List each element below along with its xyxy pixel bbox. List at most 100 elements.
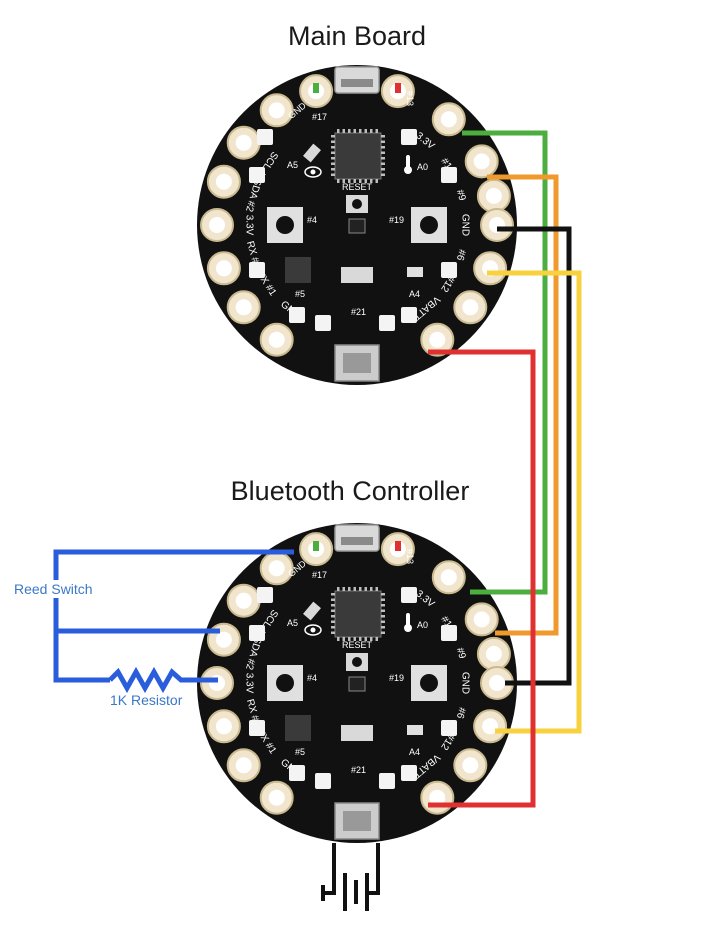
neopixel-led [401, 129, 417, 145]
pad [226, 748, 261, 783]
pin-label-v33l: 3.3V [243, 673, 254, 694]
reset-label: RESET [342, 182, 373, 192]
bluetooth-controller-title: Bluetooth Controller [231, 476, 470, 506]
label-p4: #4 [307, 673, 317, 683]
label-a5: A5 [287, 618, 298, 628]
label-a4: A4 [409, 289, 420, 299]
pad [226, 290, 261, 325]
power-led [313, 541, 319, 551]
label-13: #13 [405, 91, 415, 106]
neopixel-led [257, 587, 273, 603]
pad [226, 125, 261, 160]
label-21: #21 [351, 307, 366, 317]
status-led [395, 83, 401, 93]
mcu-chip [334, 132, 382, 180]
pad [259, 780, 294, 815]
pad [464, 144, 499, 179]
label-a0: A0 [417, 620, 428, 630]
green-wire [462, 130, 548, 595]
pin-label-p9: #9 [454, 188, 468, 202]
speaker [285, 715, 311, 741]
neopixel-led [401, 765, 417, 781]
eye-icon [304, 624, 322, 636]
neopixel-led [249, 720, 265, 736]
neopixel-led [441, 625, 457, 641]
slide-part [303, 601, 321, 621]
label-17: #17 [312, 112, 327, 122]
orange-wire [487, 174, 559, 636]
black-wire [497, 226, 572, 686]
pad [476, 178, 511, 213]
pin-label-gndr: GND [459, 214, 470, 236]
label-p4: #4 [307, 215, 317, 225]
pad [420, 322, 455, 357]
neopixel-led [249, 262, 265, 278]
pad [226, 583, 261, 618]
pad [431, 102, 466, 137]
neopixel-led [401, 587, 417, 603]
reed-switch-label-bg [12, 580, 102, 598]
wires [428, 130, 582, 808]
pad [464, 602, 499, 637]
label-13: #13 [405, 549, 415, 564]
speaker [285, 257, 311, 283]
thermometer-icon [406, 613, 410, 627]
eye-icon [304, 166, 322, 178]
pad [473, 251, 508, 286]
pad [206, 164, 241, 199]
pad [480, 666, 514, 700]
label-p19: #19 [389, 673, 404, 683]
pad [420, 780, 455, 815]
neopixel-led [441, 720, 457, 736]
neopixel-led [249, 167, 265, 183]
reset-label: RESET [342, 640, 373, 650]
neopixel-led [441, 262, 457, 278]
pad [259, 93, 294, 128]
pin-label-v33l: 3.3V [243, 215, 254, 236]
label-a5: A5 [287, 160, 298, 170]
pad [453, 290, 488, 325]
neopixel-led [289, 307, 305, 323]
pad [476, 636, 511, 671]
power-led [313, 83, 319, 93]
pad [259, 551, 294, 586]
yellow-wire [487, 270, 582, 734]
reed-switch-circuit [53, 549, 294, 694]
neopixel-led [441, 167, 457, 183]
pin-label-p9: #9 [454, 646, 468, 660]
label-17: #17 [312, 570, 327, 580]
accelerometer [348, 218, 366, 234]
slide-switch [341, 725, 373, 741]
pin-label-p6: #6 [454, 706, 468, 720]
accelerometer [348, 676, 366, 692]
slide-switch [341, 267, 373, 283]
status-led [395, 541, 401, 551]
pad [200, 666, 234, 700]
label-p19: #19 [389, 215, 404, 225]
neopixel-led [289, 765, 305, 781]
mic-chip [407, 267, 423, 277]
reed-switch-wire [53, 549, 294, 683]
neopixel-led [249, 625, 265, 641]
label-a4: A4 [409, 747, 420, 757]
pad [431, 560, 466, 595]
pin-label-p6: #6 [454, 248, 468, 262]
neopixel-led [401, 307, 417, 323]
pad [473, 709, 508, 744]
thermometer-icon [406, 155, 410, 169]
neopixel-led [257, 129, 273, 145]
neopixel-led [379, 315, 395, 331]
pad [480, 208, 514, 242]
label-a0: A0 [417, 162, 428, 172]
pad [206, 709, 241, 744]
label-21: #21 [351, 765, 366, 775]
slide-part [303, 143, 321, 163]
neopixel-led [315, 773, 331, 789]
resistor-symbol [108, 666, 218, 694]
label-5: #5 [295, 289, 305, 299]
main-board-title: Main Board [288, 21, 426, 51]
mic-chip [407, 725, 423, 735]
pad [200, 208, 234, 242]
